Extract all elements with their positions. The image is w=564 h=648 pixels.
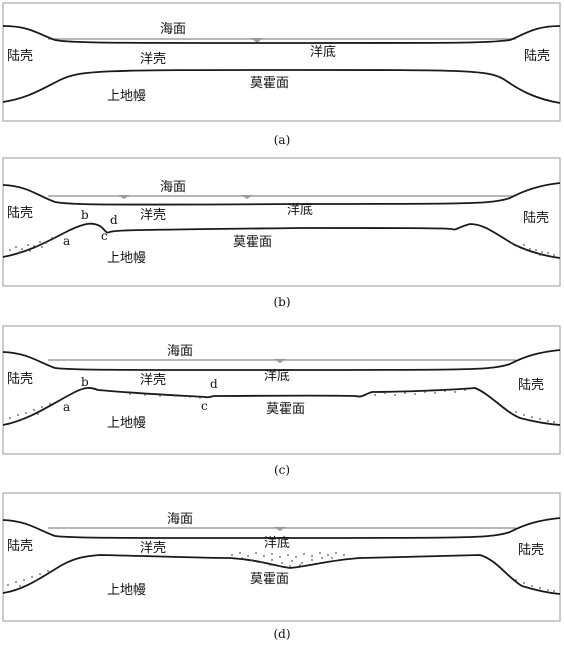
panel-b-mantle-label: 上地幔 (107, 251, 146, 266)
panel-b-frame (2, 157, 561, 287)
panel-c-sediment-right (374, 389, 555, 423)
panel-c-frame (2, 325, 561, 455)
panel-c-point-b: b (81, 375, 89, 389)
panel-d-mantle-label: 上地幔 (107, 583, 146, 598)
panel-a-crust-right-label: 陆壳 (524, 48, 550, 64)
panel-c-moho-label: 莫霍面 (266, 402, 305, 417)
panel-c-sediment-shelf (129, 393, 201, 399)
panel-a-moho-line (2, 69, 561, 104)
panel-c-ocean-floor-line (2, 349, 561, 371)
panel-a-sea-marker-icon (251, 38, 263, 43)
panel-c-point-c: c (201, 399, 208, 413)
panel-c-point-d: d (210, 377, 218, 391)
panel-d-sea-marker-icon (274, 527, 286, 531)
panel-c-crust-left-label: 陆壳 (7, 371, 33, 387)
panel-b-crust-left-label: 陆壳 (7, 205, 33, 221)
panel-b-ocean-floor-label: 洋底 (287, 202, 313, 218)
panel-c-ocean-floor-label: 洋底 (264, 368, 290, 384)
panel-c-mantle-label: 上地幔 (107, 416, 146, 431)
panel-a-mantle-label: 上地幔 (107, 89, 146, 104)
panel-d-sediment-center (231, 552, 345, 567)
panel-a-crust-left-label: 陆壳 (7, 48, 33, 64)
panel-c-sea-marker-icon (274, 359, 286, 363)
panel-a-ocean-floor-line (2, 25, 561, 44)
panel-d-crust-left-label: 陆壳 (7, 538, 33, 554)
caption-d: (d) (273, 627, 290, 641)
panel-b-moho-line (2, 222, 561, 259)
panel-b-point-d: d (110, 213, 118, 227)
panel-c-sea-label: 海面 (167, 344, 193, 359)
panel-a-ocean-floor-label: 洋底 (310, 44, 336, 60)
panel-a-sea-label: 海面 (160, 22, 186, 37)
panel-d-ocean-crust-label: 洋壳 (140, 541, 166, 556)
panel-c: 海面 陆壳 陆壳 洋壳 洋底 莫霍面 上地幔 a b c d (2, 325, 561, 455)
panel-b-crust-right-label: 陆壳 (523, 210, 549, 226)
panel-d-sediment-right (515, 579, 555, 592)
panel-d-sediment-left (7, 570, 49, 587)
panel-d-ocean-floor-line (2, 517, 561, 539)
panel-b-sea-marker-2-icon (241, 195, 253, 199)
panel-c-crust-right-label: 陆壳 (518, 377, 544, 393)
panel-d: 海面 陆壳 陆壳 洋壳 洋底 莫霍面 上地幔 (2, 492, 561, 622)
panel-b-sea-marker-1-icon (118, 195, 130, 199)
panel-a: 海面 陆壳 陆壳 洋壳 洋底 莫霍面 上地幔 (2, 2, 561, 122)
panel-c-moho-line (2, 387, 561, 426)
panel-d-crust-right-label: 陆壳 (518, 542, 544, 558)
panel-b-sediment-right (511, 242, 555, 256)
panel-c-sediment-left (9, 403, 51, 420)
panel-b-ocean-floor-line (2, 182, 561, 206)
panel-a-moho-label: 莫霍面 (250, 76, 289, 91)
panel-d-ocean-floor-label: 洋底 (264, 535, 290, 551)
panel-d-moho-line (2, 554, 561, 595)
caption-a: (a) (274, 133, 291, 147)
panel-b: 海面 陆壳 陆壳 洋壳 洋底 莫霍面 上地幔 a b c d (2, 157, 561, 287)
panel-d-moho-label: 莫霍面 (250, 572, 289, 587)
panel-c-ocean-crust-label: 洋壳 (140, 373, 166, 388)
panel-a-ocean-crust-label: 洋壳 (140, 52, 166, 67)
panel-d-sea-label: 海面 (167, 512, 193, 527)
panel-a-frame (2, 2, 561, 122)
panel-b-ocean-crust-label: 洋壳 (140, 208, 166, 223)
panel-b-point-a: a (63, 234, 70, 248)
panel-b-sediment-left (9, 237, 53, 253)
panel-b-sea-label: 海面 (160, 180, 186, 195)
panel-b-point-c: c (101, 229, 108, 243)
panel-d-frame (2, 492, 561, 622)
caption-c: (c) (274, 463, 290, 477)
panel-b-moho-label: 莫霍面 (233, 235, 272, 250)
panel-c-point-a: a (63, 400, 70, 414)
panel-b-point-b: b (81, 208, 89, 222)
caption-b: (b) (273, 295, 290, 309)
